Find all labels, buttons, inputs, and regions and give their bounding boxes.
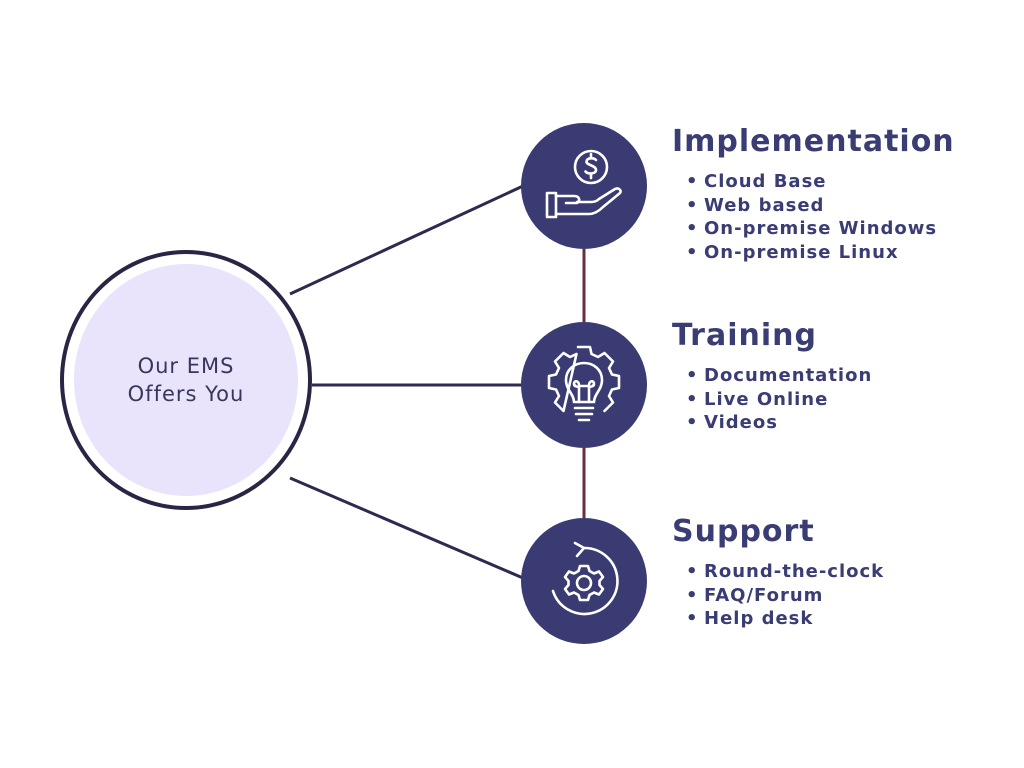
group-title-implementation: Implementation (672, 124, 955, 159)
gear-lightbulb-icon (547, 345, 621, 422)
list-item: Documentation (686, 364, 1002, 388)
list-item: Web based (686, 194, 1002, 218)
list-item: Videos (686, 411, 1002, 435)
implementation-node (521, 123, 647, 249)
list-support: Round-the-clock FAQ/Forum Help desk (686, 560, 1002, 631)
list-item: Round-the-clock (686, 560, 1002, 584)
list-item: On-premise Linux (686, 241, 1002, 265)
hub-circle: Our EMS Offers You (60, 250, 312, 510)
list-implementation: Cloud Base Web based On-premise Windows … (686, 170, 1002, 264)
spoke-line-support (289, 476, 524, 580)
group-support: Support Round-the-clock FAQ/Forum Help d… (672, 514, 1002, 631)
group-training: Training Documentation Live Online Video… (672, 318, 1002, 435)
spoke-line-implementation (289, 184, 524, 296)
group-title-support: Support (672, 514, 815, 549)
list-item: On-premise Windows (686, 217, 1002, 241)
hub-label: Our EMS Offers You (127, 354, 245, 406)
training-node (521, 322, 647, 448)
group-implementation: Implementation Cloud Base Web based On-p… (672, 124, 1002, 264)
support-node (521, 518, 647, 644)
hand-dollar-icon (545, 149, 622, 219)
list-training: Documentation Live Online Videos (686, 364, 1002, 435)
list-item: Help desk (686, 607, 1002, 631)
group-title-training: Training (672, 318, 817, 353)
refresh-gear-icon (551, 541, 619, 616)
list-item: Live Online (686, 388, 1002, 412)
list-item: Cloud Base (686, 170, 1002, 194)
list-item: FAQ/Forum (686, 584, 1002, 608)
